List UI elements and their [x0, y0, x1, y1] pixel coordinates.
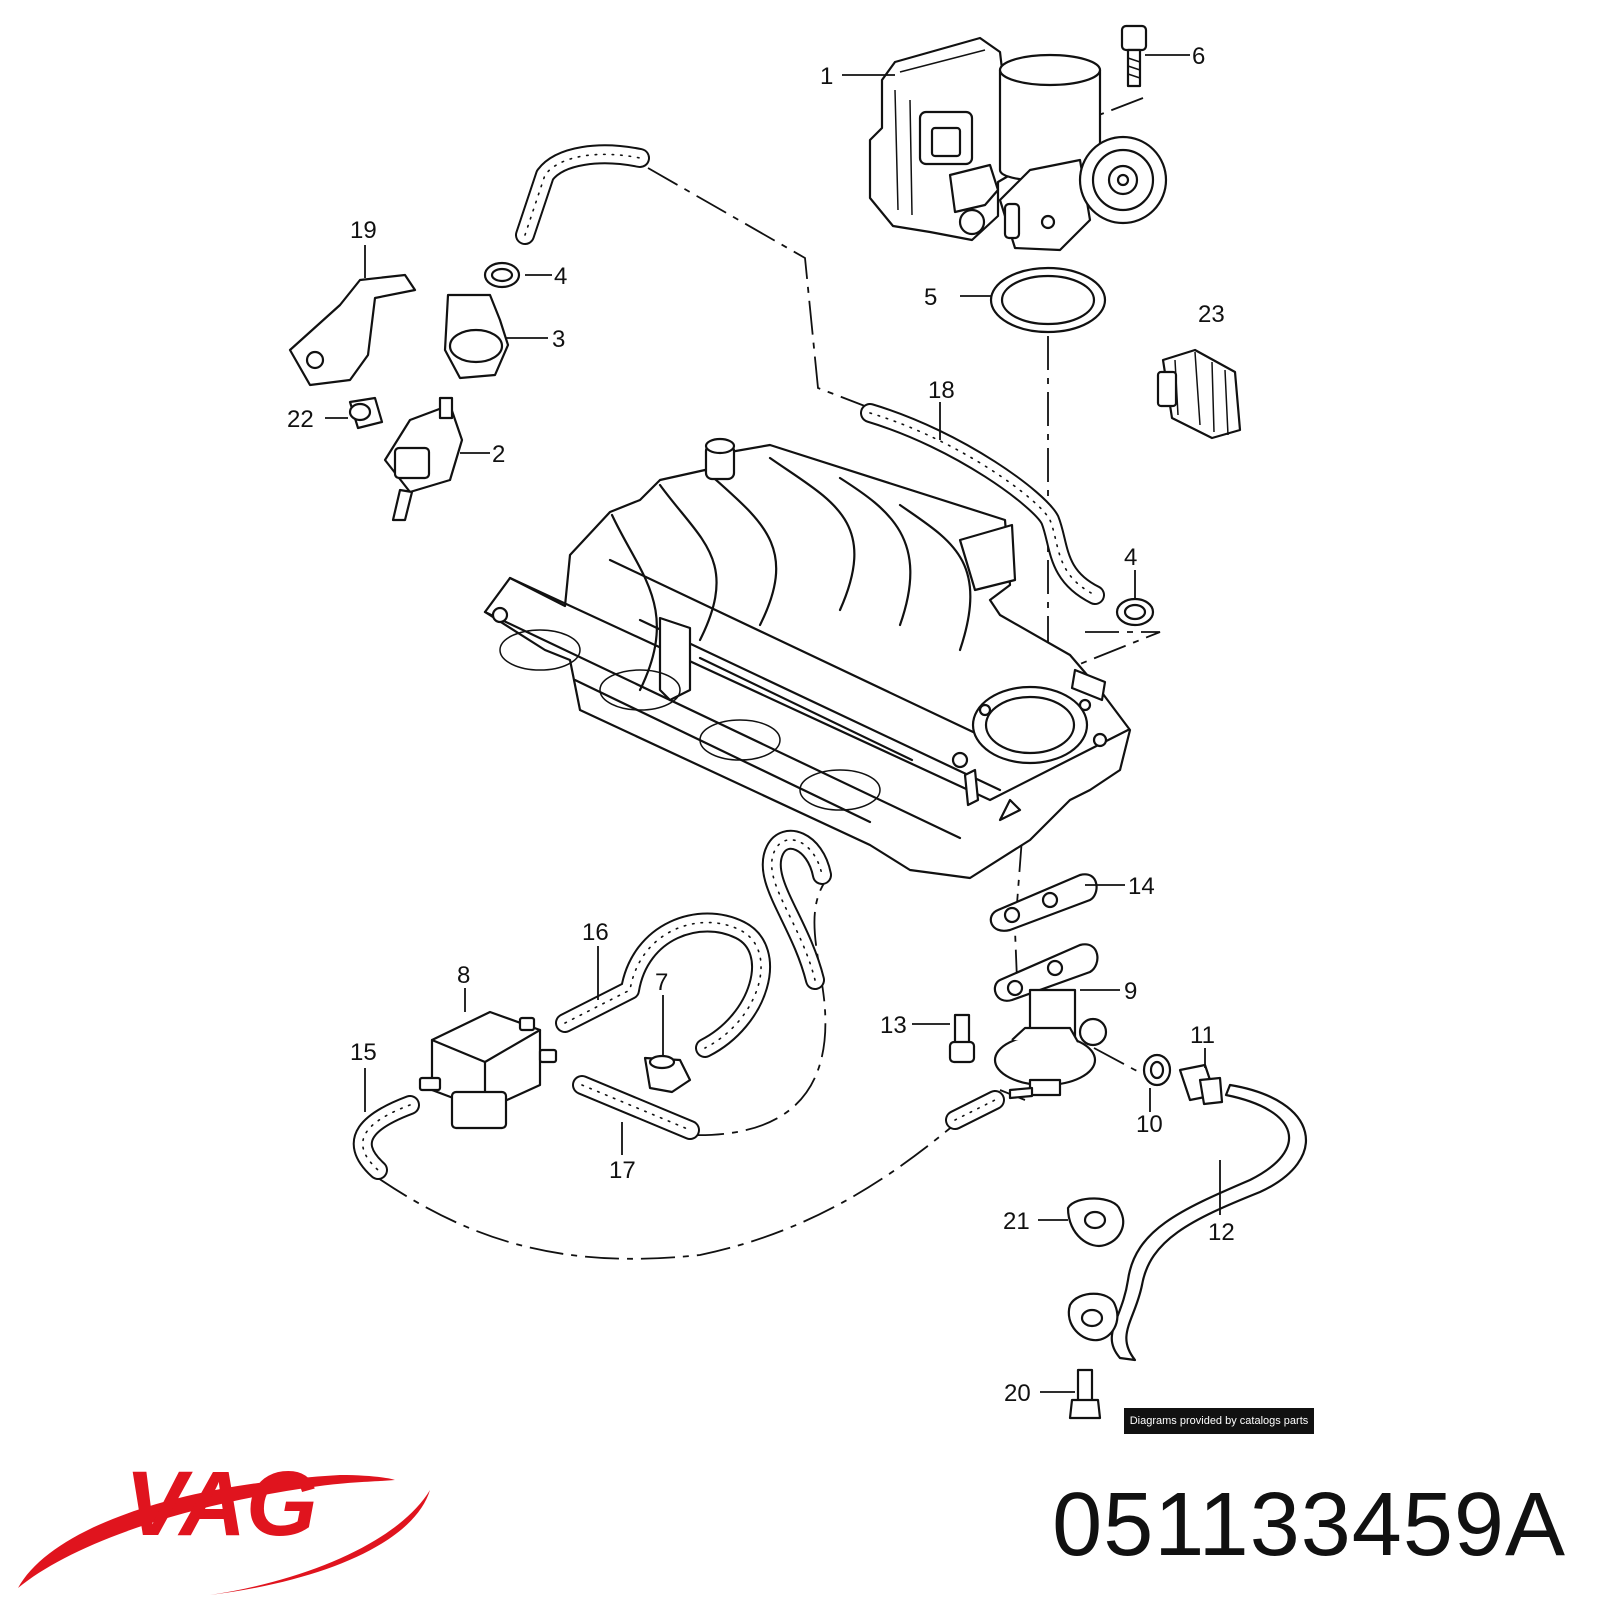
callout-4-upper: 4 — [554, 263, 567, 290]
callout-9: 9 — [1124, 978, 1137, 1005]
cap-part-7 — [643, 1054, 692, 1094]
valve-part-2 — [383, 396, 464, 522]
diagram-credit: Diagrams provided by catalogs parts — [1124, 1408, 1314, 1434]
hose-part-15 — [352, 1095, 420, 1180]
egr-valve-part-9 — [993, 943, 1108, 1100]
callout-6: 6 — [1192, 43, 1205, 70]
pipe-part-12 — [1110, 1083, 1308, 1362]
callout-13: 13 — [880, 1012, 907, 1039]
solenoid-part-8 — [418, 1010, 558, 1130]
connector-part-23 — [1156, 348, 1242, 440]
hose-short-lower — [945, 1090, 1005, 1130]
part-number: 051133459A — [1052, 1475, 1566, 1575]
callout-14: 14 — [1128, 873, 1155, 900]
callout-19: 19 — [350, 217, 377, 244]
flange-part-12 — [1067, 1292, 1119, 1342]
callout-16: 16 — [582, 919, 609, 946]
callout-22: 22 — [287, 406, 314, 433]
callout-12: 12 — [1208, 1219, 1235, 1246]
callout-labels: 1 2 3 4 4 5 6 7 8 9 10 11 12 13 14 15 16… — [287, 43, 1235, 1407]
bolt-part-20 — [1068, 1368, 1102, 1420]
intake-manifold — [483, 437, 1132, 880]
callout-2: 2 — [492, 441, 505, 468]
bolt-part-13 — [948, 1013, 976, 1064]
hose-part-18 — [860, 403, 1105, 605]
callout-11: 11 — [1190, 1022, 1215, 1049]
callout-21: 21 — [1003, 1208, 1030, 1235]
clamp-part-4-lower — [1115, 597, 1155, 627]
union-nut-part-11 — [1178, 1063, 1224, 1106]
gasket-part-14 — [989, 873, 1098, 932]
hose-center-vertical — [761, 829, 832, 990]
throttle-body — [868, 36, 1168, 252]
callout-15: 15 — [350, 1039, 377, 1066]
callout-23: 23 — [1198, 301, 1225, 328]
callout-7: 7 — [655, 969, 668, 996]
callout-8: 8 — [457, 962, 470, 989]
hose-part-17 — [572, 1075, 700, 1140]
holder-part-3 — [443, 293, 510, 380]
nut-part-22 — [348, 396, 384, 430]
callout-4-lower: 4 — [1124, 544, 1137, 571]
callout-1: 1 — [820, 63, 833, 90]
bolt-part-6 — [1120, 24, 1148, 88]
hose-part-16 — [555, 912, 772, 1058]
leader-lines — [325, 54, 1221, 1393]
vag-logo: VAG — [18, 1453, 430, 1595]
callout-17: 17 — [609, 1157, 636, 1184]
gasket-part-21 — [1066, 1197, 1125, 1248]
callout-20: 20 — [1004, 1380, 1031, 1407]
seal-part-10 — [1142, 1053, 1172, 1087]
callout-10: 10 — [1136, 1111, 1163, 1138]
logo-wordmark: VAG — [125, 1453, 318, 1555]
callout-3: 3 — [552, 326, 565, 353]
logo-swoosh — [18, 1475, 395, 1588]
bracket-part-19 — [288, 273, 417, 387]
gasket-ring-part-5 — [989, 266, 1107, 334]
callout-5: 5 — [924, 284, 937, 311]
callout-18: 18 — [928, 377, 955, 404]
hose-upper — [515, 144, 650, 245]
clamp-part-4-upper — [483, 261, 521, 289]
